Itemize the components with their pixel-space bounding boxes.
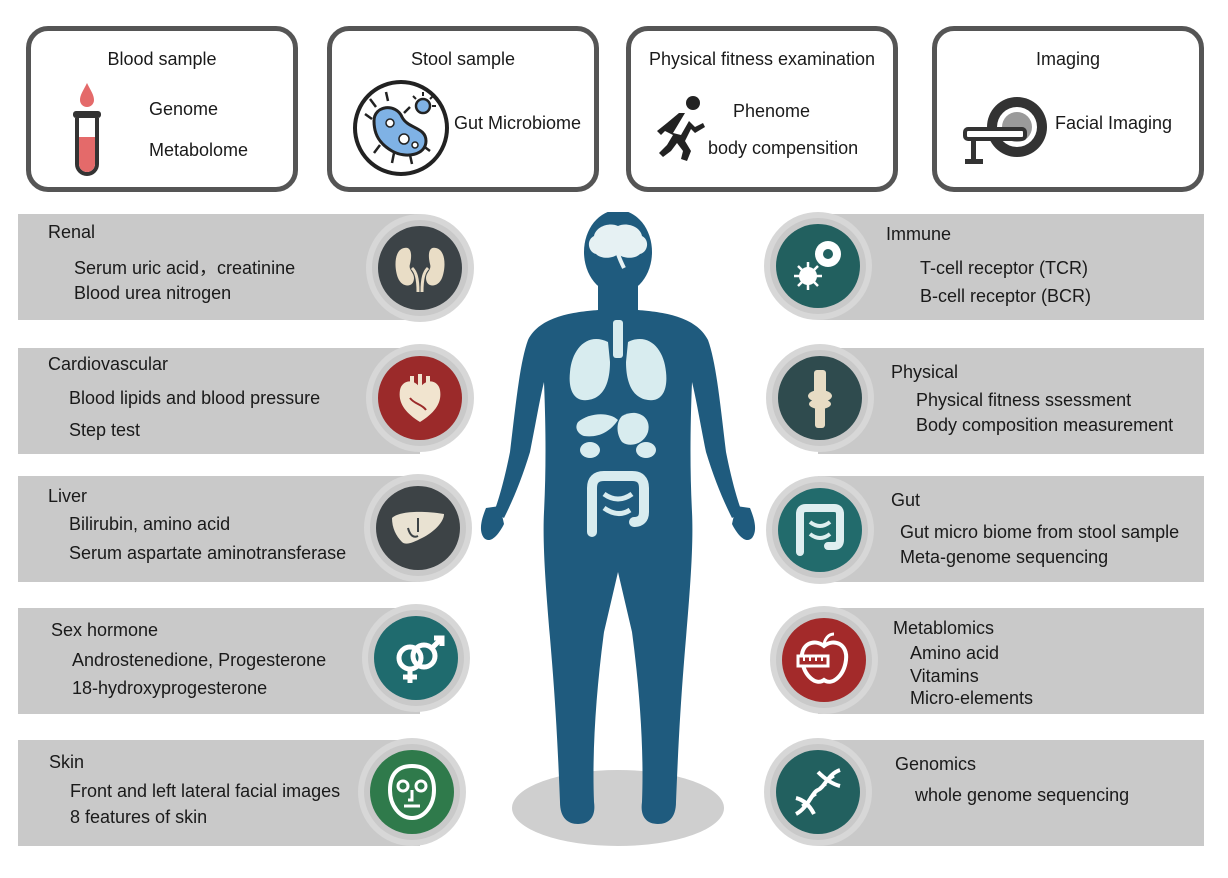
gut-icon-halo bbox=[766, 476, 874, 584]
brain-icon bbox=[588, 224, 648, 269]
mri-scanner-icon bbox=[963, 97, 1047, 164]
face-mask-icon bbox=[387, 763, 437, 821]
skin-disk bbox=[370, 750, 454, 834]
intestine-icon bbox=[796, 504, 844, 556]
gut-disk bbox=[778, 488, 862, 572]
cardio-icon-halo bbox=[366, 344, 474, 452]
test-tube-icon bbox=[73, 83, 101, 176]
liver-icon bbox=[392, 511, 444, 544]
immune-panel: Immune T-cell receptor (TCR) B-cell rece… bbox=[818, 214, 1204, 320]
physical-panel: Physical Physical fitness ssessment Body… bbox=[818, 348, 1204, 454]
panel-line: Blood lipids and blood pressure bbox=[69, 388, 321, 408]
box-line: Metabolome bbox=[149, 140, 249, 160]
metablomics-panel: Metablomics Amino acid Vitamins Micro-el… bbox=[818, 608, 1204, 714]
runner-icon bbox=[657, 96, 705, 161]
box-title: Stool sample bbox=[410, 49, 516, 69]
intestine-figure bbox=[587, 471, 649, 537]
floor-shadow bbox=[512, 770, 724, 846]
panel-title: Metablomics bbox=[893, 618, 995, 638]
panel-line: Amino acid bbox=[910, 643, 1000, 663]
panel-line: 18-hydroxyprogesterone bbox=[72, 678, 268, 698]
panel-title: Immune bbox=[886, 224, 952, 244]
renal-disk bbox=[378, 226, 462, 310]
sex-hormone-panel: Sex hormone Androstenedione, Progesteron… bbox=[18, 608, 420, 714]
renal-icon-halo bbox=[366, 214, 474, 322]
gender-symbols-icon bbox=[396, 635, 445, 683]
skin-icon-halo bbox=[358, 738, 466, 846]
human-body-figure bbox=[480, 212, 756, 846]
panel-line: Vitamins bbox=[910, 666, 979, 686]
panel-line: Meta-genome sequencing bbox=[900, 547, 1109, 567]
sex-disk bbox=[374, 616, 458, 700]
heart-icon bbox=[399, 374, 441, 422]
panel-title: Sex hormone bbox=[51, 620, 159, 640]
physical-icon-halo bbox=[766, 344, 874, 452]
immune-disk bbox=[776, 224, 860, 308]
panel-line: Serum aspartate aminotransferase bbox=[69, 543, 347, 563]
gut-panel: Gut Gut micro biome from stool sample Me… bbox=[818, 476, 1204, 582]
dna-icon bbox=[794, 768, 841, 816]
panel-line: Blood urea nitrogen bbox=[74, 283, 232, 303]
cardio-disk bbox=[378, 356, 462, 440]
panel-title: Genomics bbox=[895, 754, 977, 774]
stool-sample-box: Stool sample Gut Microbiome bbox=[327, 26, 599, 192]
genomics-icon-halo bbox=[764, 738, 872, 846]
panel-line: Micro-elements bbox=[910, 688, 1034, 708]
panel-line: Androstenedione, Progesterone bbox=[72, 650, 327, 670]
panel-line: Body composition measurement bbox=[916, 415, 1174, 435]
liver-icon-halo bbox=[364, 474, 472, 582]
immune-icon-halo bbox=[764, 212, 872, 320]
box-line: Phenome bbox=[733, 101, 811, 121]
panel-line: Step test bbox=[69, 420, 141, 440]
genomics-disk bbox=[776, 750, 860, 834]
kidney-icon bbox=[395, 247, 445, 293]
panel-title: Skin bbox=[49, 752, 85, 772]
box-line: Facial Imaging bbox=[1055, 113, 1173, 133]
panel-line: whole genome sequencing bbox=[915, 785, 1130, 805]
panel-line: Front and left lateral facial images bbox=[70, 781, 341, 801]
box-line: Gut Microbiome bbox=[454, 113, 582, 133]
panel-title: Physical bbox=[891, 362, 959, 382]
panel-line: B-cell receptor (BCR) bbox=[920, 286, 1092, 306]
panel-line: Bilirubin, amino acid bbox=[69, 514, 231, 534]
metab-icon-halo bbox=[770, 606, 878, 714]
imaging-box: Imaging Facial Imaging bbox=[932, 26, 1204, 192]
skin-panel: Skin Front and left lateral facial image… bbox=[18, 740, 420, 846]
box-title: Imaging bbox=[1035, 49, 1101, 69]
genomics-panel: Genomics whole genome sequencing bbox=[818, 740, 1204, 846]
box-title: Physical fitness examination bbox=[648, 49, 876, 69]
blood-sample-box: Blood sample Genome Metabolome bbox=[26, 26, 298, 192]
panel-title: Renal bbox=[48, 222, 96, 242]
digestive-organs-icon bbox=[576, 412, 656, 458]
panel-title: Gut bbox=[891, 490, 921, 510]
lungs-icon bbox=[569, 320, 667, 401]
panel-title: Liver bbox=[48, 486, 88, 506]
panel-line: 8 features of skin bbox=[70, 807, 208, 827]
physical-disk bbox=[778, 356, 862, 440]
sex-icon-halo bbox=[362, 604, 470, 712]
immune-cell-icon bbox=[794, 241, 841, 290]
panel-line: Serum uric acid，creatinine bbox=[74, 258, 296, 278]
body-silhouette bbox=[480, 212, 756, 824]
renal-panel: Renal Serum uric acid，creatinine Blood u… bbox=[18, 214, 420, 320]
panel-title: Cardiovascular bbox=[48, 354, 169, 374]
box-line: body compensition bbox=[708, 138, 859, 158]
panel-line: Gut micro biome from stool sample bbox=[900, 522, 1180, 542]
box-line: Genome bbox=[149, 99, 219, 119]
panel-line: T-cell receptor (TCR) bbox=[920, 258, 1089, 278]
metab-disk bbox=[782, 618, 866, 702]
liver-disk bbox=[376, 486, 460, 570]
liver-panel: Liver Bilirubin, amino acid Serum aspart… bbox=[18, 476, 420, 582]
microbe-icon bbox=[353, 80, 449, 176]
apple-tape-icon bbox=[796, 632, 849, 684]
cardiovascular-panel: Cardiovascular Blood lipids and blood pr… bbox=[18, 348, 420, 454]
panel-line: Physical fitness ssessment bbox=[916, 390, 1132, 410]
box-title: Blood sample bbox=[107, 49, 217, 69]
physical-fitness-box: Physical fitness examination Phenome bod… bbox=[626, 26, 898, 192]
knee-joint-icon bbox=[808, 370, 832, 428]
